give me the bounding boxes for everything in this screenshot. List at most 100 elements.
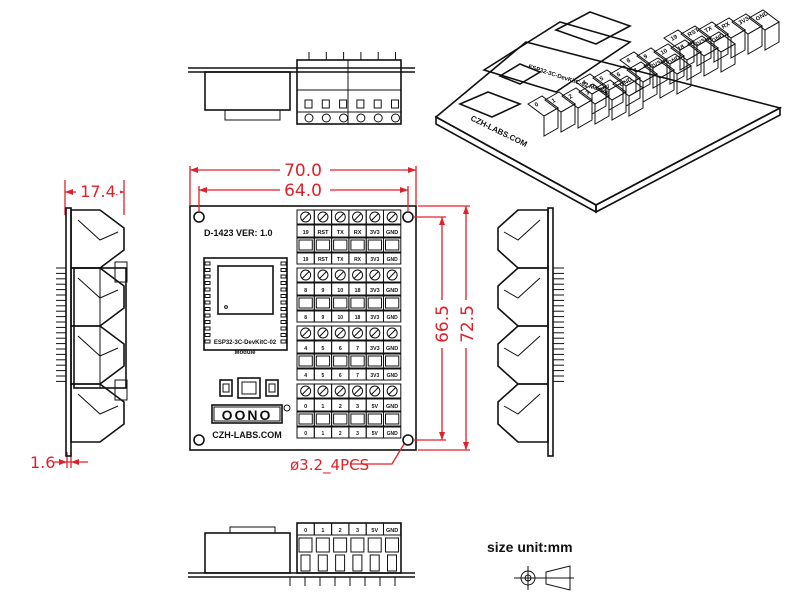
terminal-label: GND: [386, 404, 398, 410]
iso-terminal-label: 3: [585, 90, 591, 97]
iso-terminal-label: 1: [551, 98, 557, 105]
board-outline: [189, 205, 417, 451]
terminal-label: 3V3: [370, 288, 380, 294]
iso-terminal-label: 2: [568, 94, 574, 101]
usb-connector: [237, 377, 261, 399]
dimension-lines: 70.0 64.0 66.5 72.5 ø3.2_4PCS: [30, 160, 478, 475]
isometric-view: ESP32-3C-DevKitC-02 Module CZH-LABS.COM …: [434, 9, 783, 214]
terminal-label: 2: [339, 431, 342, 437]
unit-legend: size unit:mm: [487, 539, 574, 591]
right-side-view: [497, 207, 564, 457]
bottom-terminal-label: 1: [321, 528, 324, 534]
bottom-terminal-label: 5V: [371, 528, 378, 534]
terminal-label: 9: [321, 288, 324, 294]
terminal-label: 4: [304, 346, 308, 352]
iso-terminal-label: 9: [643, 54, 649, 61]
iso-site-label: CZH-LABS.COM: [469, 114, 529, 149]
terminal-label: 10: [337, 288, 343, 294]
esp-module: [203, 257, 288, 351]
dim-width-outer: 70.0: [284, 161, 322, 181]
terminal-label: 1: [322, 431, 325, 437]
terminal-label: 3V3: [370, 346, 380, 352]
terminal-label: 4: [304, 373, 307, 379]
iso-terminal-label: 3V3: [650, 60, 663, 71]
iso-terminal-label: 7: [633, 68, 639, 75]
terminal-label: 5V: [371, 404, 378, 410]
terminal-label: 6: [339, 346, 342, 352]
iso-terminal-label: 18: [677, 44, 686, 53]
svg-text:OONO: OONO: [222, 407, 273, 423]
terminal-label: 3V3: [370, 230, 380, 236]
oono-logo: OONO: [211, 404, 291, 424]
iso-terminal-label: 10: [660, 48, 669, 57]
terminal-label: 9: [322, 315, 325, 321]
terminal-label: 18: [355, 315, 361, 321]
terminal-label: RST: [317, 230, 329, 236]
terminal-label: 0: [304, 431, 307, 437]
iso-terminal-label: 6: [616, 72, 622, 79]
terminal-label: RST: [318, 257, 328, 263]
terminal-label: 5V: [372, 431, 379, 437]
size-unit-label: size unit:mm: [487, 539, 573, 555]
iso-terminal-label: 3V3: [694, 38, 707, 49]
iso-terminal-label: RX: [721, 21, 731, 30]
terminal-label: 5: [322, 373, 325, 379]
terminal-label: RX: [354, 230, 362, 236]
terminal-label: 3: [356, 431, 359, 437]
terminal-blocks: 1919RSTRSTTXTXRXRX3V33V3GNDGND8899101018…: [296, 209, 402, 439]
dim-depth: 17.4: [80, 182, 116, 201]
mount-hole-bottom-left: [193, 434, 205, 446]
iso-terminal-label: 0: [534, 102, 540, 109]
dim-hole-spec: ø3.2_4PCS: [290, 456, 369, 475]
dim-width-holes: 64.0: [284, 181, 322, 201]
module-label-line1: ESP32-3C-DevKitC-02: [214, 340, 277, 346]
iso-terminal-label: 4: [582, 80, 588, 87]
terminal-label: 10: [337, 315, 343, 321]
top-side-view: [188, 52, 415, 125]
terminal-label: GND: [386, 230, 398, 236]
dim-height-outer: 72.5: [458, 305, 478, 343]
terminal-label: TX: [337, 230, 344, 236]
terminal-label: 8: [304, 315, 307, 321]
iso-terminal-label: RST: [687, 27, 701, 38]
iso-terminal-label: 19: [670, 34, 679, 43]
module-label-line2: Module: [235, 350, 257, 356]
terminal-label: GND: [386, 346, 398, 352]
terminal-label: 3: [356, 404, 359, 410]
front-view: D-1423 VER: 1.0 ESP32-3C-DevKitC-02 Modu…: [189, 205, 417, 451]
terminal-label: 3V3: [370, 315, 379, 321]
terminal-label: 3V3: [370, 373, 379, 379]
terminal-label: 1: [321, 404, 324, 410]
mount-hole-bottom-right: [402, 434, 414, 446]
mount-hole-top-right: [402, 211, 414, 223]
terminal-label: 2: [339, 404, 342, 410]
dim-height-holes: 66.5: [433, 305, 453, 343]
iso-terminal-label: 5: [599, 76, 605, 83]
boot-button: [219, 379, 233, 397]
terminal-label: 7: [356, 373, 359, 379]
terminal-label: 19: [303, 257, 309, 263]
terminal-label: GND: [387, 257, 399, 263]
iso-terminal-label: 8: [626, 58, 632, 65]
site-label: CZH-LABS.COM: [212, 430, 282, 440]
bottom-terminal-label: GND: [386, 528, 398, 534]
terminal-label: TX: [337, 257, 344, 263]
terminal-label: 5: [321, 346, 324, 352]
iso-terminal-label: GND: [711, 33, 726, 45]
bottom-terminal-label: 2: [339, 528, 342, 534]
esp-antenna: [217, 265, 274, 315]
board-title: D-1423 VER: 1.0: [204, 228, 273, 238]
terminal-label: 6: [339, 373, 342, 379]
terminal-label: GND: [387, 315, 399, 321]
terminal-label: 0: [304, 404, 307, 410]
bottom-terminal-label: 3: [356, 528, 359, 534]
terminal-label: 18: [354, 288, 360, 294]
left-side-view: [56, 207, 128, 457]
terminal-label: 19: [303, 230, 309, 236]
terminal-label: GND: [387, 373, 399, 379]
